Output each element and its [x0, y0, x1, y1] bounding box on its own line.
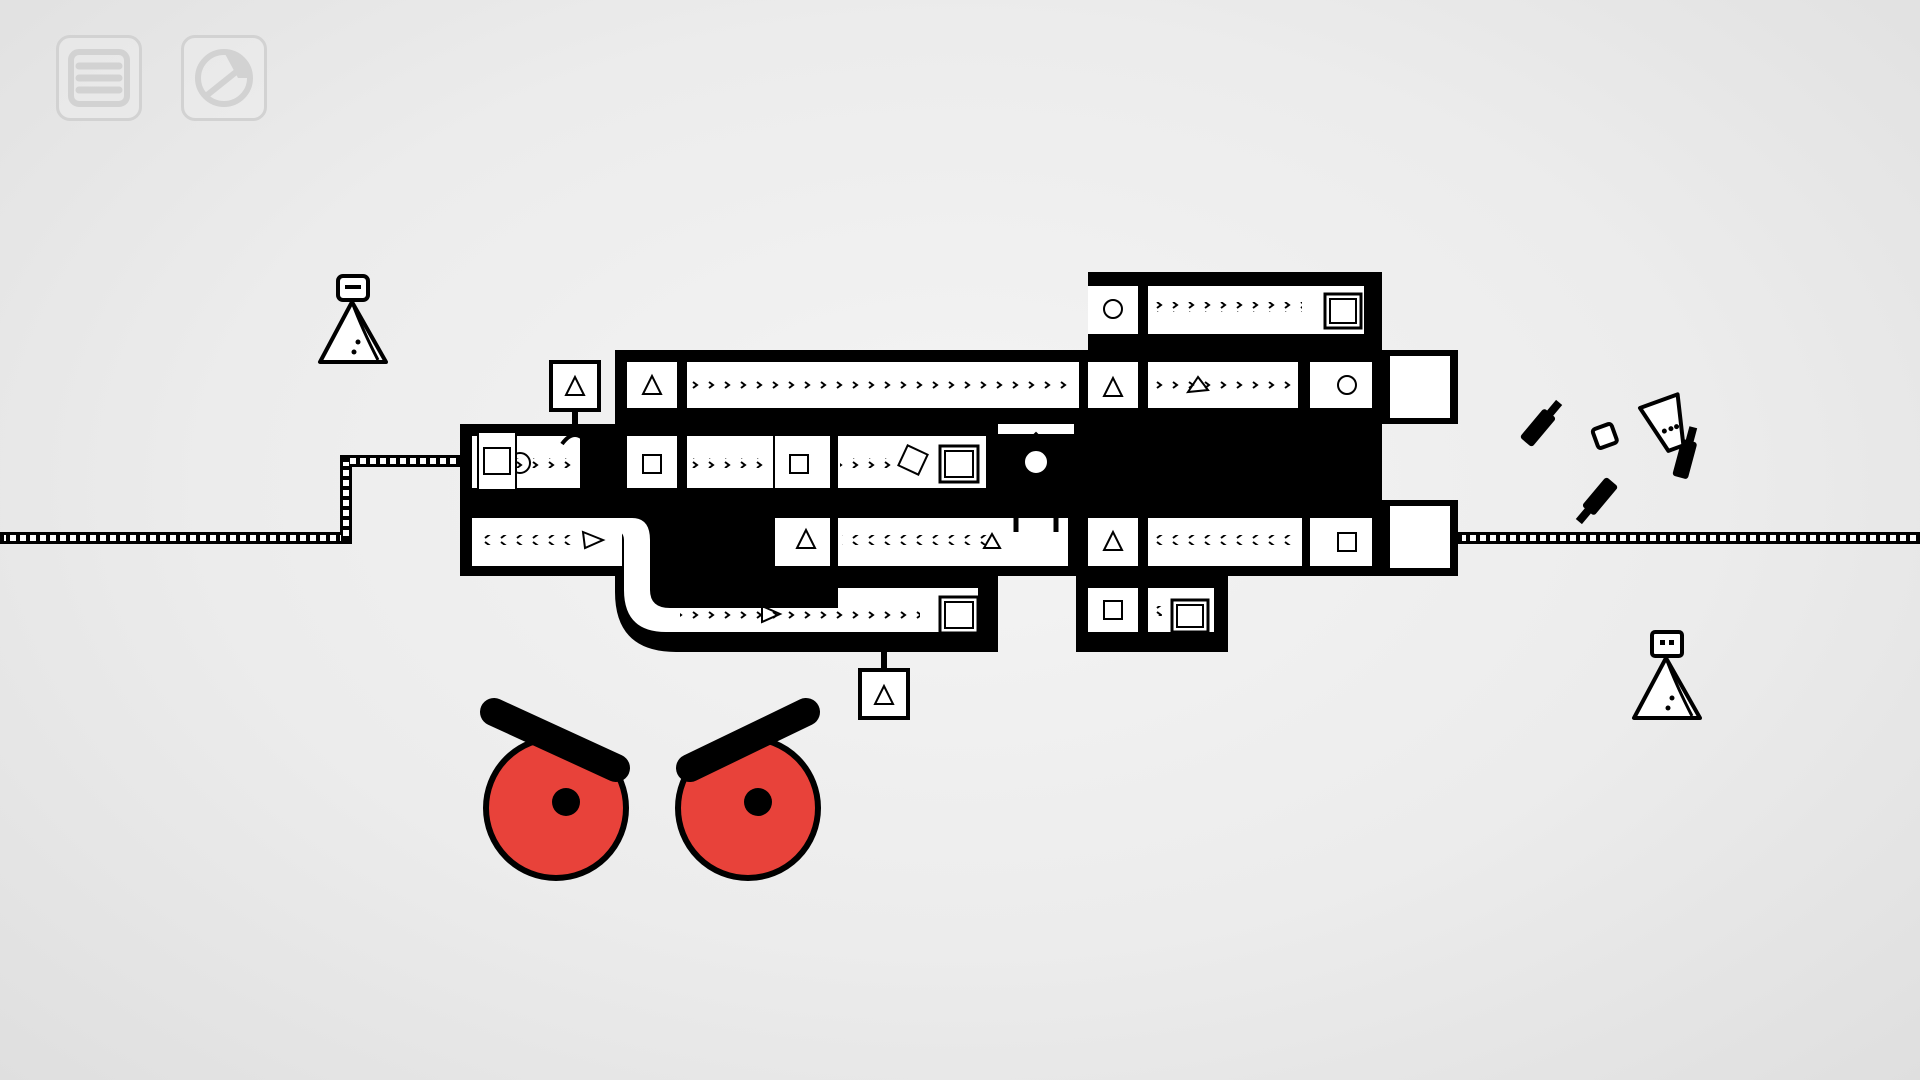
hamburger-menu-icon — [68, 49, 130, 107]
left-eye — [480, 698, 630, 881]
small-box-icon — [1590, 422, 1619, 450]
conveyor-factory — [460, 272, 1458, 652]
top-feeder — [549, 360, 601, 446]
right-rail-track — [1458, 532, 1920, 544]
glass-cup-icon — [1638, 392, 1686, 453]
left-rail-track — [0, 455, 462, 544]
angry-red-eyes — [480, 698, 821, 881]
restart-button[interactable] — [181, 35, 267, 121]
robed-robot-character-left — [318, 274, 388, 364]
bottle-icon — [1520, 399, 1563, 447]
restart-circle-icon — [195, 49, 253, 107]
right-eye — [675, 698, 821, 881]
robed-robot-character-right — [1632, 630, 1702, 720]
gear-entry-block — [477, 431, 517, 491]
bottom-feeder — [858, 638, 910, 720]
menu-button[interactable] — [56, 35, 142, 121]
lever-switch[interactable] — [998, 424, 1074, 532]
bottle-icon — [1575, 477, 1618, 525]
